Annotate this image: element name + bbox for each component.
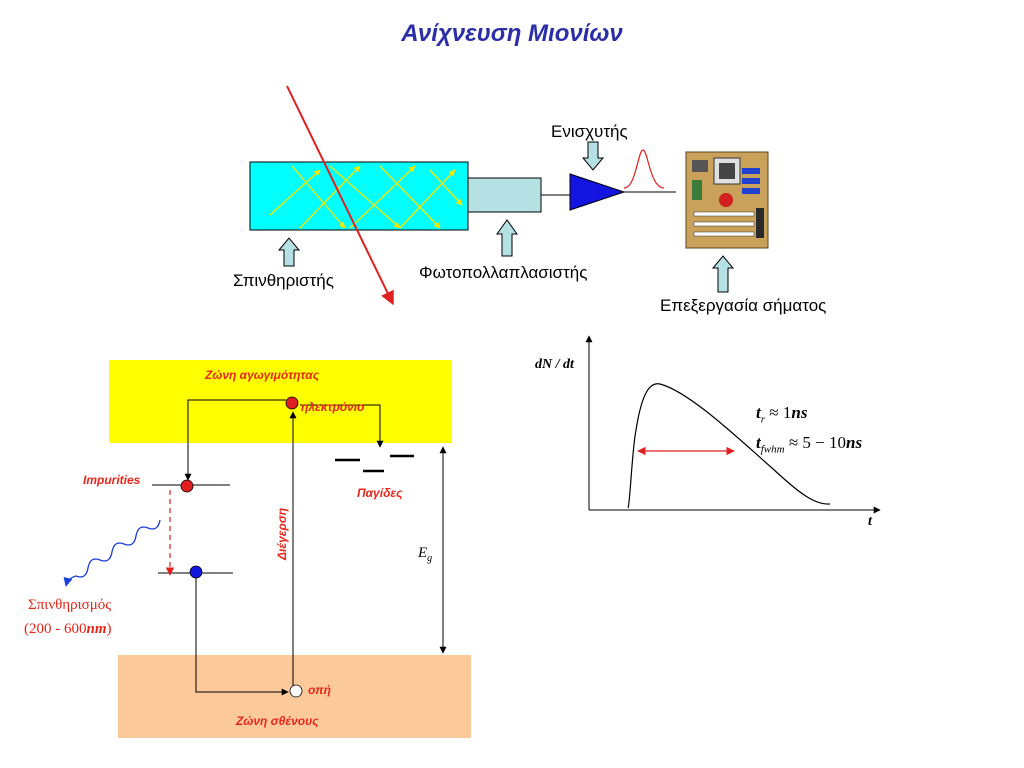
impurity-path [184,399,286,481]
conduction-band [109,360,452,443]
scintillation-photon [63,519,161,587]
impurities-label: Impurities [83,473,141,487]
trap-levels [335,454,414,473]
fwhm-label: tfwhm ≈ 5 − 10ns [756,433,863,456]
trap-path [300,404,384,448]
page-title: Ανίχνευση Μιονίων [401,20,623,47]
hole-label: οπή [308,683,331,697]
amplifier-pointer-arrow [581,141,605,171]
excitation-label: Διέγερση [275,507,289,560]
valence-band-label: Ζώνη σθένους [236,714,319,728]
signal-processing-label: Επεξεργασία σήματος [660,296,827,315]
photomultiplier-tube [467,177,542,213]
rise-time-label: tr ≈ 1ns [756,403,808,426]
circuit-board-icon [685,151,769,249]
amplifier-triangle [569,173,626,211]
y-axis-label: dN / dt [535,357,574,372]
electron-dot [285,396,299,410]
scintillation-label: Σπινθηρισμός [28,597,112,613]
x-axis-label: t [868,514,872,529]
wavelength-range: (200 - 600nm) [24,621,112,637]
impurity-dot [180,479,194,493]
band-gap-label: Eg [418,545,433,564]
light-rays [269,165,463,229]
signal-pulse [623,149,665,189]
processing-pointer-arrow [711,255,735,293]
pulse-curve [627,383,831,509]
hole-dot [289,684,303,698]
lower-level-dot [189,565,203,579]
amplifier-label: Ενισχυτής [551,122,628,141]
photomultiplier-label: Φωτοπολλαπλασιστής [419,263,588,282]
scintillator-pointer-arrow [277,237,301,267]
conduction-band-label: Ζώνη αγωγιμότητας [205,368,320,382]
muon-track [286,85,394,306]
electron-label: ηλεκτρόνιο [301,400,365,414]
scintillator-label: Σπινθηριστής [233,271,334,290]
recombination-path [195,577,289,696]
traps-label: Παγίδες [357,486,403,500]
photomultiplier-pointer-arrow [496,219,518,257]
